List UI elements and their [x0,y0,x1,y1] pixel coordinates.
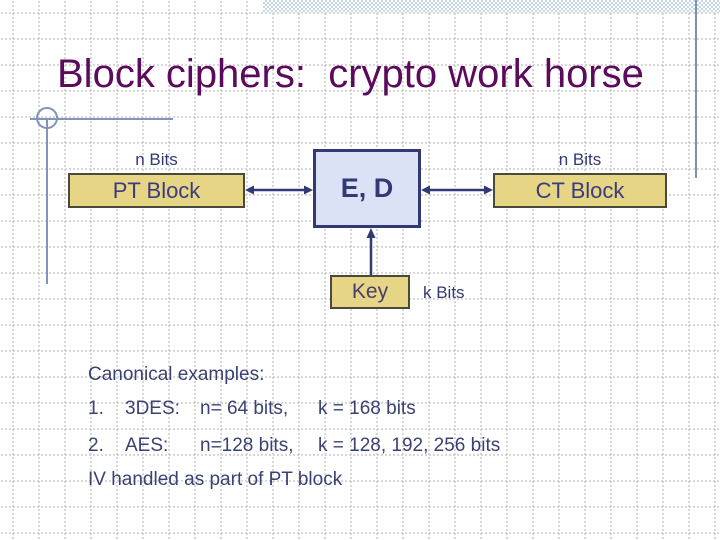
ornament-horizontal-line [30,118,173,120]
pt-block-box: PT Block [68,173,245,208]
canonical-examples-heading: Canonical examples: [88,364,265,385]
block-size: n= 64 bits, [200,398,289,419]
ct-block-box: CT Block [493,173,667,208]
right-vertical-rule [695,0,697,178]
item-number: 1. [88,398,104,419]
cipher-name: 3DES: [125,398,180,419]
key-size: k = 168 bits [318,398,416,419]
k-bits-label: k Bits [423,283,465,302]
n-bits-label-left: n Bits [135,150,178,169]
key-box: Key [330,275,410,309]
iv-note: IV handled as part of PT block [88,469,343,490]
key-size: k = 128, 192, 256 bits [318,435,501,456]
n-bits-label-right: n Bits [558,150,602,169]
item-number: 2. [88,435,104,456]
example-row-3des: 1. 3DES: n= 64 bits, k = 168 bits [88,398,416,420]
cipher-name: AES: [125,435,169,456]
slide-title: Block ciphers: crypto work horse [57,52,644,96]
example-row-aes: 2. AES: n=128 bits, k = 128, 192, 256 bi… [88,435,500,457]
cipher-ed-box: E, D [313,149,421,228]
block-size: n=128 bits, [200,435,294,456]
ornament-circle [36,107,58,129]
ornament-vertical-line [46,119,48,284]
top-hatched-banner [263,0,720,13]
